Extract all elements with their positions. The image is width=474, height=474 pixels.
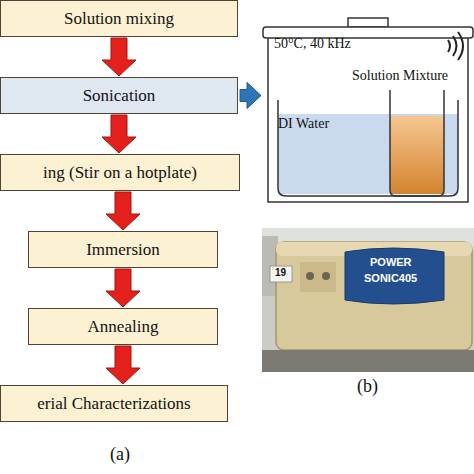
step-label: Solution mixing — [64, 9, 174, 29]
flow-arrow — [102, 115, 136, 153]
bench-surface — [262, 350, 474, 372]
lid-handle — [348, 18, 388, 27]
process-box: erial Characterizations — [0, 385, 228, 422]
flow-arrow — [240, 83, 261, 109]
sound-wave — [458, 32, 463, 60]
panel-label: (a) — [110, 444, 130, 465]
panel-label: (b) — [357, 376, 378, 397]
photo-text: 19 — [275, 267, 286, 278]
sound-wave — [453, 36, 457, 56]
control-knob — [322, 272, 330, 280]
beaker — [390, 90, 444, 196]
process-box: Sonication — [0, 77, 238, 114]
step-label: Immersion — [86, 240, 160, 260]
ultrasonic-bath: 50°C, 40 kHzSolution Mixture DI Water — [262, 18, 474, 206]
inner-basin — [278, 100, 458, 196]
flow-arrow — [106, 192, 140, 230]
step-label: erial Characterizations — [37, 394, 190, 414]
annotation-text: Solution Mixture — [352, 68, 448, 84]
process-box: Annealing — [28, 308, 218, 345]
annotation-text: DI Water — [278, 116, 329, 132]
flow-arrow — [106, 346, 140, 384]
process-box: ing (Stir on a hotplate) — [0, 154, 240, 191]
number-sticker — [270, 266, 292, 282]
process-box: Immersion — [28, 231, 218, 268]
control-panel — [300, 262, 336, 292]
brand-label — [345, 248, 444, 304]
step-label: Sonication — [83, 86, 156, 106]
photo-text: POWER — [370, 256, 412, 268]
process-box: Solution mixing — [0, 0, 238, 37]
step-label: ing (Stir on a hotplate) — [43, 163, 197, 183]
flow-arrow — [106, 269, 140, 307]
flow-arrow — [102, 38, 136, 76]
di-water — [278, 114, 458, 194]
tank-wall — [268, 38, 468, 202]
sonicator-body — [276, 242, 472, 350]
sound-wave — [448, 40, 450, 52]
solution-liquid — [390, 116, 444, 194]
photo-text: SONIC405 — [364, 272, 417, 284]
step-label: Annealing — [88, 317, 159, 337]
annotation-text: 50°C, 40 kHz — [274, 36, 351, 52]
control-knob — [306, 272, 314, 280]
photo-background — [262, 228, 474, 372]
